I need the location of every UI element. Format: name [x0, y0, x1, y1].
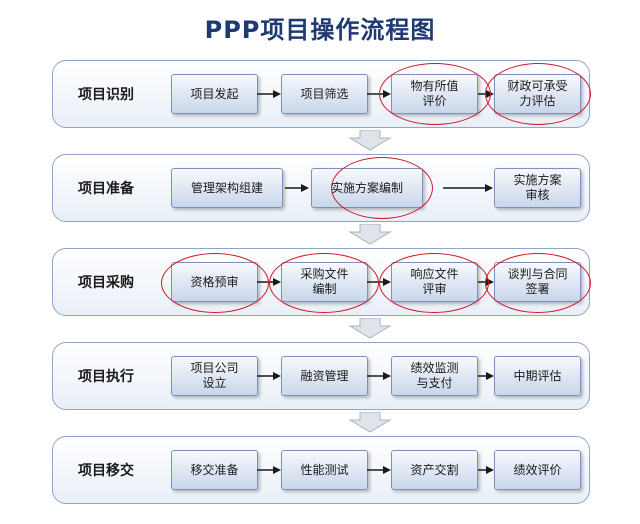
step-box: 管理架构组建 — [171, 168, 283, 208]
stage-project-execution: 项目执行 项目公司 设立 融资管理 绩效监测 与支付 中期评估 — [52, 342, 590, 410]
right-arrow-icon — [367, 90, 391, 98]
stage-project-transfer: 项目移交 移交准备 性能测试 资产交割 绩效评价 — [52, 436, 590, 504]
stage-label: 项目采购 — [78, 275, 134, 291]
stage-project-identification: 项目识别 项目发起 项目筛选 物有所值 评价 财政可承受 力评估 — [52, 60, 591, 128]
step-box: 物有所值 评价 — [391, 74, 478, 114]
right-arrow-icon — [367, 466, 391, 474]
step-box: 移交准备 — [171, 450, 258, 490]
right-arrow-icon — [443, 184, 493, 192]
stage-label: 项目准备 — [78, 181, 134, 197]
right-arrow-icon — [257, 90, 281, 98]
stage-label: 项目识别 — [78, 87, 134, 103]
stage-project-procurement: 项目采购 资格预审 采购文件 编制 响应文件 评审 谈判与合同 签署 — [52, 248, 591, 316]
right-arrow-icon — [367, 278, 391, 286]
step-box: 响应文件 评审 — [391, 262, 478, 302]
page-title: PPP项目操作流程图 — [204, 16, 436, 44]
step-box: 实施方案编制 — [311, 168, 423, 208]
down-arrow-icon — [348, 412, 392, 433]
step-box: 财政可承受 力评估 — [494, 74, 581, 114]
step-box: 项目发起 — [171, 74, 258, 114]
right-arrow-icon — [367, 372, 391, 380]
right-arrow-icon — [478, 466, 494, 474]
step-box: 资产交割 — [391, 450, 478, 490]
right-arrow-icon — [478, 278, 494, 286]
right-arrow-icon — [285, 184, 309, 192]
stage-project-preparation: 项目准备 管理架构组建 实施方案编制 实施方案 审核 — [52, 154, 590, 222]
step-box: 绩效监测 与支付 — [391, 356, 478, 396]
step-box: 性能测试 — [281, 450, 368, 490]
step-box: 实施方案 审核 — [494, 168, 581, 208]
down-arrow-icon — [348, 224, 392, 245]
right-arrow-icon — [257, 372, 281, 380]
step-box: 融资管理 — [281, 356, 368, 396]
right-arrow-icon — [478, 90, 494, 98]
down-arrow-icon — [348, 130, 392, 151]
step-box: 谈判与合同 签署 — [494, 262, 581, 302]
step-box: 中期评估 — [494, 356, 581, 396]
step-box: 采购文件 编制 — [281, 262, 368, 302]
right-arrow-icon — [257, 466, 281, 474]
stage-label: 项目移交 — [78, 463, 134, 479]
step-box: 项目筛选 — [281, 74, 368, 114]
step-box: 绩效评价 — [494, 450, 581, 490]
step-box: 项目公司 设立 — [171, 356, 258, 396]
stage-label: 项目执行 — [78, 369, 134, 385]
right-arrow-icon — [478, 372, 494, 380]
step-box: 资格预审 — [171, 262, 258, 302]
down-arrow-icon — [348, 318, 392, 339]
right-arrow-icon — [257, 278, 281, 286]
